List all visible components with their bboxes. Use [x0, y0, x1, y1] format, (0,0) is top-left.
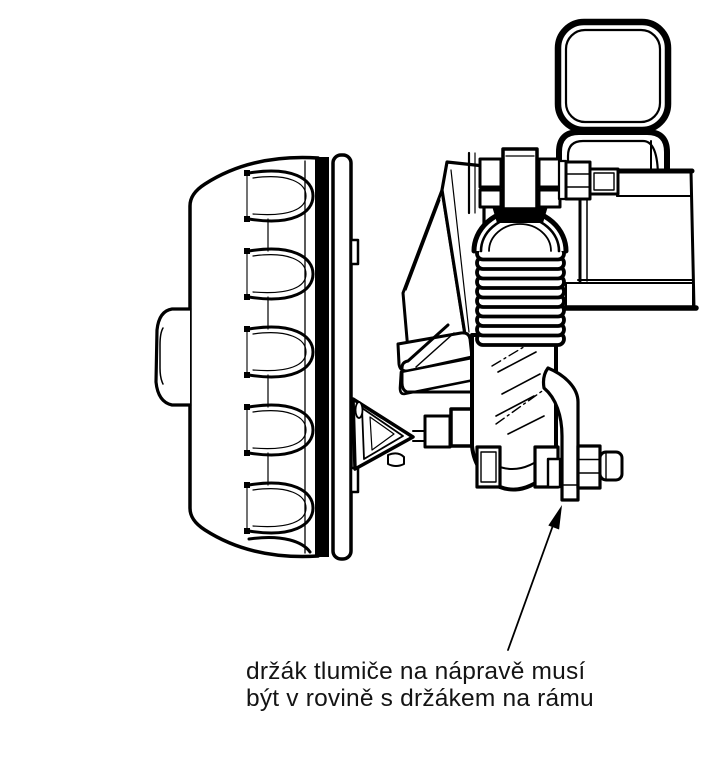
frame-shock-bracket [396, 160, 486, 396]
shock-lower-mount [475, 445, 560, 489]
shock-top-mount [467, 147, 562, 223]
frame-hanger-ring-upper [554, 18, 672, 134]
top-mount-bolt [557, 159, 620, 201]
leader-arrow [507, 505, 562, 651]
chamber-clamp-rim [315, 153, 360, 561]
axle-bracket-gusset [351, 397, 478, 471]
shock-dust-bellows [471, 207, 569, 347]
annotation-note: držák tlumiče na nápravě musí být v rovi… [246, 658, 594, 712]
lower-mount-bolt [546, 444, 624, 490]
return-spring-coils [244, 169, 315, 554]
axle-arm [400, 323, 476, 394]
annotation-line-2: být v rovině s držákem na rámu [246, 684, 594, 712]
axle-shock-bracket [541, 366, 580, 502]
brake-chamber [154, 153, 360, 561]
chamber-port-boss [154, 307, 192, 407]
annotation-line-1: držák tlumiče na nápravě musí [246, 658, 586, 685]
frame-rail [560, 168, 699, 311]
